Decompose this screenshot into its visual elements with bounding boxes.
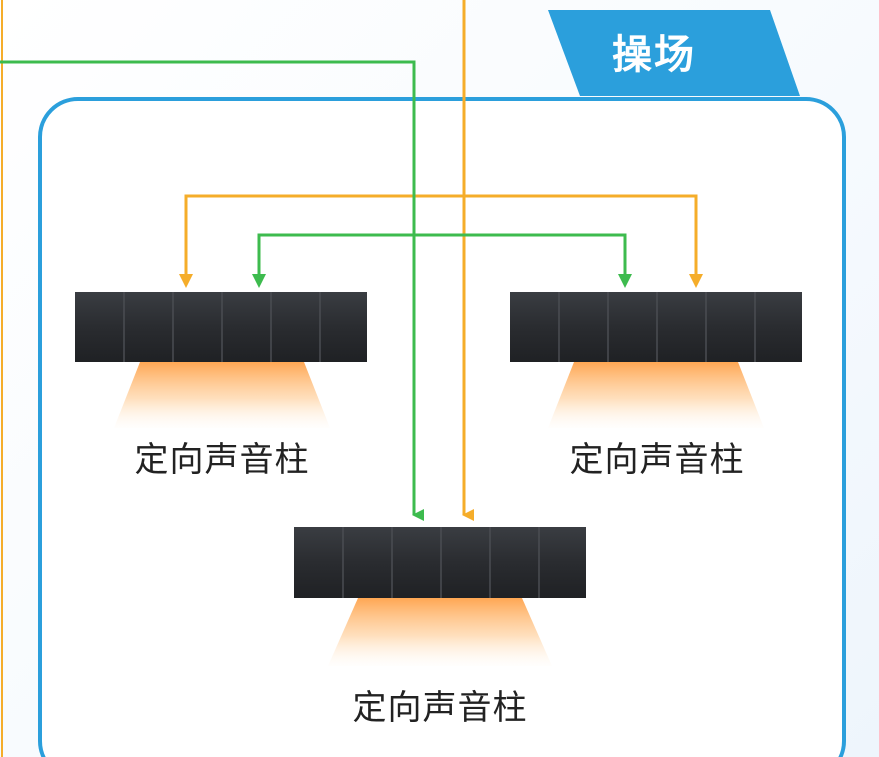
- orange-signal-lines: [184, 0, 698, 521]
- speaker-2: [510, 292, 802, 362]
- speaker-3: [294, 527, 586, 598]
- playground-tab-label: 操场: [612, 32, 696, 78]
- speaker-2-label: 定向声音柱: [569, 440, 745, 480]
- sound-beam-1: [114, 362, 330, 428]
- playground-tab: [548, 10, 800, 96]
- speaker-1-label: 定向声音柱: [134, 440, 310, 480]
- orange-arrow-2: [689, 274, 703, 288]
- orange-arrow-1: [179, 274, 193, 288]
- green-arrow-1: [252, 274, 266, 288]
- sound-beam-3: [328, 598, 552, 666]
- green-arrow-2: [618, 274, 632, 288]
- speaker-3-label: 定向声音柱: [352, 688, 528, 728]
- playground-frame: [38, 97, 846, 757]
- sound-beam-2: [548, 362, 764, 428]
- green-signal-lines: [0, 60, 627, 521]
- speaker-1: [75, 292, 367, 362]
